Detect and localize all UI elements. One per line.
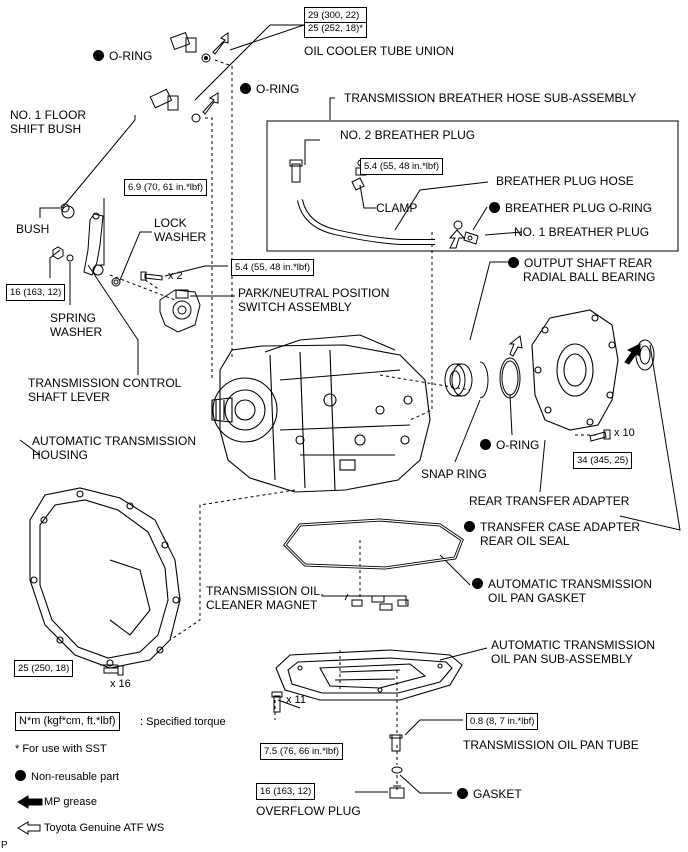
torque-box-control-lever: 6.9 (70, 61 in.*lbf) — [124, 179, 207, 196]
non-reusable-icon — [93, 50, 104, 61]
lock-washer-label: LOCK WASHER — [154, 216, 207, 244]
torque-value-sst: 25 (252, 18)* — [305, 22, 366, 35]
non-reusable-icon — [240, 83, 251, 94]
torque-box-floor-bush-nut: 16 (163, 12) — [6, 284, 66, 301]
o-ring-label-3: O-RING — [480, 438, 539, 452]
torque-box-oil-pan-bolt: 7.5 (76, 66 in.*lbf) — [260, 743, 343, 760]
legend-non-reusable: Non-reusable part — [15, 770, 119, 784]
non-reusable-icon — [15, 770, 26, 781]
gasket-icon — [391, 766, 403, 774]
oil-pan-gasket-label: AUTOMATIC TRANSMISSION OIL PAN GASKET — [472, 577, 652, 605]
oil-cooler-union-upper — [169, 31, 229, 63]
oil-pan-bolt-count: x 11 — [286, 694, 306, 706]
mp-grease-arrow-icon — [624, 343, 641, 365]
transmission-case-icon — [211, 334, 431, 493]
breather-plug-hose-label: BREATHER PLUG HOSE — [496, 174, 634, 188]
park-neutral-switch-icon — [159, 289, 201, 333]
oil-pan-tube-icon — [389, 734, 403, 752]
park-neutral-switch-label: PARK/NEUTRAL POSITION SWITCH ASSEMBLY — [238, 286, 390, 314]
floor-bush-ring — [61, 205, 75, 219]
torque-box-rear-adapter: 34 (345, 25) — [573, 452, 633, 469]
torque-value: 29 (300, 22) — [308, 10, 360, 21]
rear-transfer-adapter-icon — [531, 309, 619, 431]
transmission-breather-hose-label: TRANSMISSION BREATHER HOSE SUB-ASSEMBLY — [344, 91, 637, 105]
non-reusable-icon — [489, 202, 500, 213]
torque-box-oil-cooler: 29 (300, 22) 25 (252, 18)* — [304, 7, 367, 38]
non-reusable-icon — [457, 788, 468, 799]
oil-cleaner-magnet-icons — [351, 595, 409, 611]
spring-washer-label: SPRING WASHER — [50, 311, 103, 339]
gasket-label: GASKET — [457, 787, 522, 801]
non-reusable-icon — [464, 521, 475, 532]
non-reusable-icon — [508, 257, 519, 268]
no2-breather-plug-label: NO. 2 BREATHER PLUG — [340, 128, 476, 142]
torque-box-housing-bolt: 25 (250, 18) — [14, 660, 74, 677]
spring-washer-icon — [66, 254, 74, 262]
oil-pan-bolt-icon — [271, 691, 283, 713]
legend-torque-desc: : Specified torque — [140, 716, 226, 728]
overflow-plug-icon — [389, 785, 405, 799]
legend-atf-icon — [17, 821, 41, 835]
output-shaft-rear-bearing-label: OUTPUT SHAFT REAR RADIAL BALL BEARING — [508, 256, 656, 284]
atf-arrow-icon — [448, 229, 466, 249]
legend-torque-box: N*m (kgf*cm, ft.*lbf) — [15, 712, 120, 731]
breather-hose-frame — [266, 120, 679, 252]
no1-floor-shift-bush-label: NO. 1 FLOOR SHIFT BUSH — [10, 108, 87, 136]
oil-cooler-union-lower — [149, 88, 219, 123]
nut-icon — [52, 246, 64, 260]
clamp-label: CLAMP — [376, 201, 418, 215]
breather-plug-o-ring-icon — [453, 220, 463, 230]
torque-box-oil-pan-tube: 0.8 (8, 7 in.*lbf) — [466, 713, 539, 730]
park-switch-bolts — [140, 271, 163, 281]
oil-pan-icon — [275, 649, 463, 701]
overflow-plug-label: OVERFLOW PLUG — [256, 804, 361, 818]
o-ring-icon — [499, 357, 521, 399]
atf-arrow-icon-2 — [508, 335, 523, 357]
legend-mp-grease: MP grease — [44, 796, 97, 808]
rear-adapter-bolt-count: x 10 — [614, 427, 635, 439]
torque-box-overflow-plug: 16 (163, 12) — [256, 783, 316, 800]
snap-ring-label: SNAP RING — [421, 467, 487, 481]
o-ring-label-1: O-RING — [93, 49, 152, 63]
oil-pan-sub-assembly-label: AUTOMATIC TRANSMISSION OIL PAN SUB-ASSEM… — [491, 638, 656, 666]
torque-box-park-switch: 5.4 (55, 48 in.*lbf) — [231, 259, 314, 276]
breather-plug-o-ring-label: BREATHER PLUG O-RING — [489, 201, 652, 215]
floor-bush-icon — [60, 203, 70, 213]
no2-breather-plug-icon — [289, 159, 303, 183]
assembly-guide-lines — [109, 59, 598, 790]
corner-mark: P — [1, 840, 8, 851]
torque-box-breather-plug: 5.4 (55, 48 in.*lbf) — [360, 158, 443, 175]
transmission-housing-icon — [29, 487, 181, 669]
rear-adapter-bolt-icon — [589, 429, 611, 442]
snap-ring-icon — [479, 361, 489, 399]
park-switch-bolt-count: x 2 — [168, 270, 183, 282]
oil-pan-tube-label: TRANSMISSION OIL PAN TUBE — [463, 738, 639, 752]
control-lever-icon — [83, 213, 104, 276]
no1-breather-plug-icon — [463, 231, 479, 245]
bush-label: BUSH — [16, 222, 50, 236]
housing-bolt-count: x 16 — [110, 678, 131, 690]
legend-sst-note: * For use with SST — [15, 743, 107, 755]
non-reusable-markers — [204, 56, 208, 60]
rear-bearing-icon — [444, 363, 473, 397]
rear-transfer-adapter-label: REAR TRANSFER ADAPTER — [469, 494, 630, 508]
leader-lines — [19, 24, 681, 794]
non-reusable-icon — [480, 439, 491, 450]
lock-washer-icon — [111, 277, 121, 287]
oil-cleaner-magnet-label: TRANSMISSION OIL CLEANER MAGNET — [206, 584, 321, 612]
oil-cooler-tube-union-label: OIL COOLER TUBE UNION — [304, 44, 455, 58]
legend-atf: Toyota Genuine ATF WS — [44, 822, 165, 834]
legend-mp-grease-icon — [17, 795, 43, 809]
transfer-case-adapter-seal-label: TRANSFER CASE ADAPTER REAR OIL SEAL — [464, 520, 640, 548]
housing-bolt-icon — [103, 665, 124, 676]
transmission-control-shaft-lever-label: TRANSMISSION CONTROL SHAFT LEVER — [28, 376, 182, 404]
non-reusable-icon — [472, 578, 483, 589]
o-ring-label-2: O-RING — [240, 82, 299, 96]
automatic-transmission-housing-label: AUTOMATIC TRANSMISSION HOUSING — [32, 434, 197, 462]
no1-breather-plug-label: NO. 1 BREATHER PLUG — [514, 225, 650, 239]
